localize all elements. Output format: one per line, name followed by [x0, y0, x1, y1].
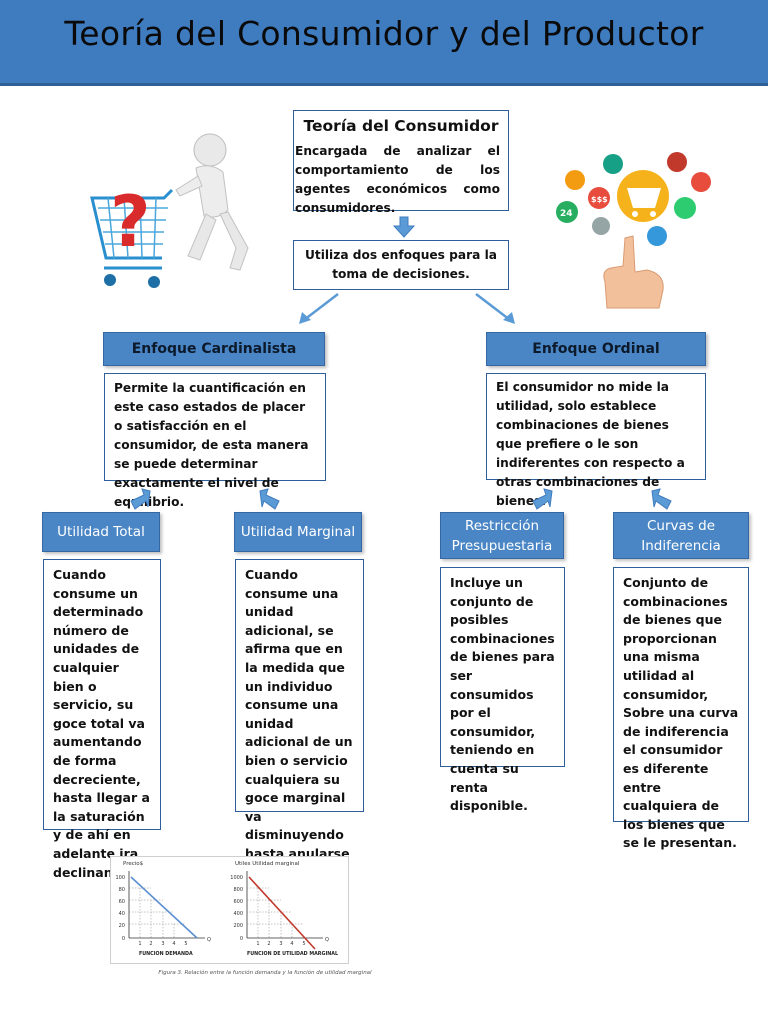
arrow-down-right-icon — [475, 293, 515, 324]
arrow-down-left-icon — [130, 488, 151, 510]
tick-label: 4 — [172, 941, 175, 947]
gridlines — [129, 887, 186, 938]
demand-xticks: 1 2 3 4 5 — [138, 941, 187, 947]
utility-axis-q: Q — [325, 937, 329, 943]
total-utility-description: Cuando consume un determinado número de … — [43, 559, 161, 880]
tick-label: 4 — [290, 941, 293, 947]
badge-label: 24 — [560, 209, 573, 219]
budget-constraint-description: Incluye un conjunto de posibles combinac… — [440, 567, 565, 813]
utility-line — [248, 876, 316, 950]
tick-label: 1 — [256, 941, 259, 947]
tick-label: 1 — [138, 941, 141, 947]
page-title: Teoría del Consumidor y del Productor — [64, 14, 704, 53]
tick-label: 60 — [119, 899, 125, 905]
tick-label: 2 — [149, 941, 152, 947]
tick-label: 800 — [233, 887, 243, 893]
utility-ylabel: Utiles Utilidad marginal — [235, 861, 300, 867]
svg-text:?: ? — [110, 181, 151, 263]
tick-label: 20 — [119, 923, 125, 929]
budget-constraint-header: Restricción Presupuestaria — [440, 512, 564, 559]
arrow-down-right-icon — [259, 488, 280, 510]
figure-caption: Figura 3. Relación entre la función dema… — [158, 970, 372, 976]
cardinal-approach-header: Enfoque Cardinalista — [103, 332, 325, 366]
arrow-down-icon — [393, 216, 415, 238]
tick-label: 2 — [267, 941, 270, 947]
ordinal-approach-header: Enfoque Ordinal — [486, 332, 706, 366]
demand-xlabel: FUNCION DEMANDA — [139, 951, 193, 957]
demand-ylabel: Precio$ — [123, 861, 144, 867]
tick-label: 0 — [122, 936, 125, 942]
tick-label: 5 — [302, 941, 305, 947]
ecommerce-icons-hand: $$$ 24 — [556, 152, 711, 309]
consumer-theory-description: Encargada de analizar el comportamiento … — [295, 143, 500, 215]
marginal-utility-header: Utilidad Marginal — [234, 512, 362, 552]
utility-xticks: 1 2 3 4 5 — [256, 941, 305, 947]
utility-xlabel: FUNCION DE UTILIDAD MARGINAL — [247, 951, 338, 957]
demand-line — [130, 876, 198, 939]
tick-label: 40 — [119, 911, 125, 917]
gridlines — [247, 887, 304, 938]
tick-label: 100 — [115, 875, 125, 881]
tick-label: 1000 — [230, 875, 243, 881]
indifference-curves-header: Curvas de Indiferencia — [613, 512, 749, 559]
consumer-theory-box: Teoría del Consumidor Encargada de anali… — [293, 110, 509, 215]
ordinal-approach-description: El consumidor no mide la utilidad, solo … — [486, 373, 706, 508]
tick-label: 3 — [161, 941, 164, 947]
tick-label: 80 — [119, 887, 125, 893]
marginal-utility-description: Cuando consume una unidad adicional, se … — [235, 559, 364, 898]
tick-label: 5 — [184, 941, 187, 947]
demand-axis-q: Q — [207, 937, 211, 943]
arrow-down-right-icon — [651, 488, 672, 510]
shopping-cart-figure-icon: ? — [90, 133, 249, 288]
indifference-curves-description: Conjunto de combinaciones de bienes que … — [613, 567, 749, 850]
title-banner — [0, 0, 768, 86]
tick-label: 200 — [233, 923, 243, 929]
demand-utility-chart: Precio$ 100 80 60 40 20 0 1 2 3 4 5 Q FU… — [115, 861, 338, 957]
arrow-down-left-icon — [532, 488, 553, 510]
tick-label: 400 — [233, 911, 243, 917]
tick-label: 600 — [233, 899, 243, 905]
utility-yticks: 1000 800 600 400 200 0 — [230, 875, 243, 942]
tick-label: 0 — [240, 936, 243, 942]
cardinal-approach-description: Permite la cuantificación en este caso e… — [104, 373, 326, 509]
tick-label: 3 — [279, 941, 282, 947]
figure-panel: Precio$ 100 80 60 40 20 0 1 2 3 4 5 Q FU… — [110, 856, 349, 964]
approaches-box: Utiliza dos enfoques para la toma de dec… — [293, 240, 509, 290]
demand-yticks: 100 80 60 40 20 0 — [115, 875, 125, 942]
consumer-theory-title: Teoría del Consumidor — [303, 117, 499, 135]
total-utility-header: Utilidad Total — [42, 512, 160, 552]
arrow-down-left-icon — [299, 293, 339, 324]
sign-label: $$$ — [591, 195, 608, 204]
